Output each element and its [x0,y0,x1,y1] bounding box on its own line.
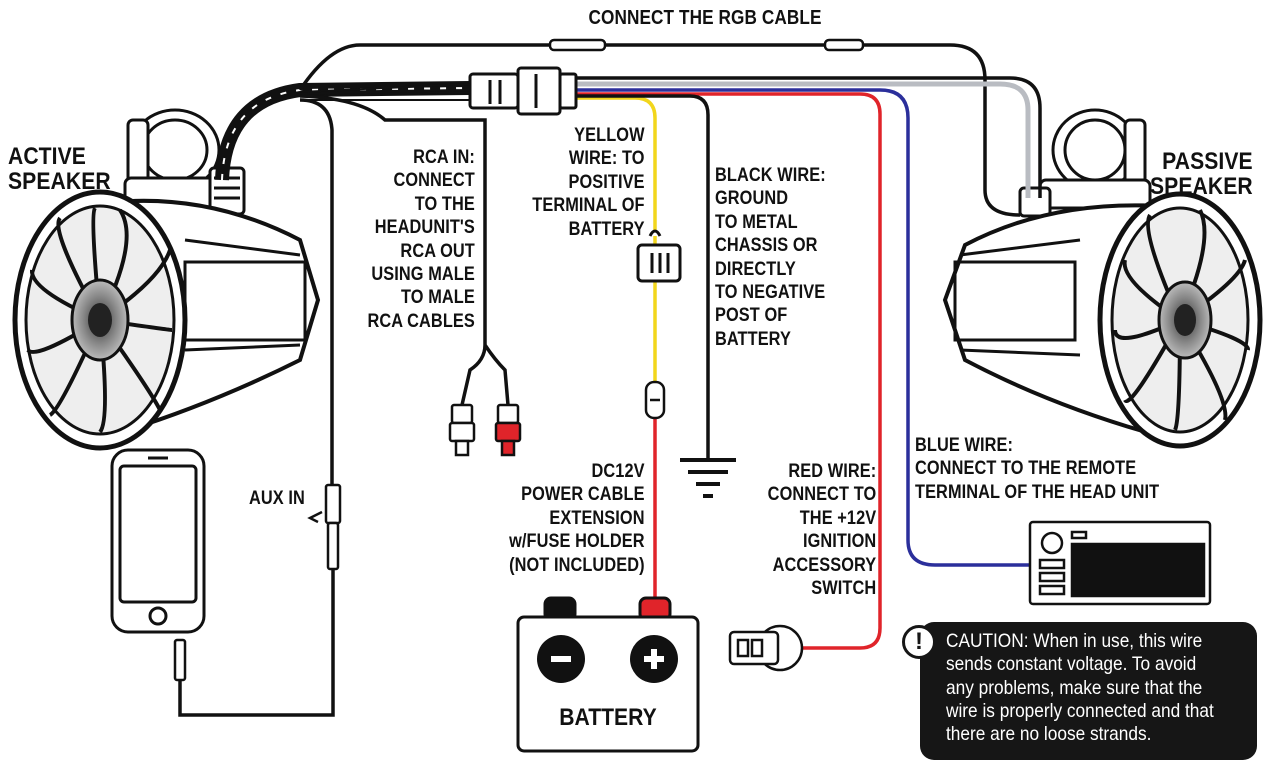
caution-box [920,622,1257,760]
passive-speaker-label: PASSIVE SPEAKER [1150,148,1253,200]
fuse-box [636,229,682,283]
rca-plug-white [448,403,476,457]
fuse-holder [644,380,666,420]
battery-plus-icon [630,635,678,683]
yellow-wire [575,96,657,390]
red-wire-label: RED WIRE: CONNECT TO THE +12V IGNITION A… [767,461,876,600]
aux-cable [299,98,334,490]
rca-plug-red [494,403,522,457]
black-ground-wire [575,94,710,458]
rgb-connector-left [548,38,607,52]
passive-speaker [942,108,1263,449]
black-speaker-wire [575,76,1042,198]
blue-wire [575,88,1030,567]
red-wire [575,92,882,650]
battery-minus-icon [537,635,585,683]
head-unit [1028,520,1212,606]
aux-in-label: AUX IN [249,488,305,509]
passive-speaker-clamp [1018,108,1152,218]
blue-wire-label: BLUE WIRE: CONNECT TO THE REMOTE TERMINA… [915,435,1160,503]
black-wire-label: BLACK WIRE: GROUND TO METAL CHASSIS OR D… [715,165,826,350]
rca-in-label: RCA IN: CONNECT TO THE HEADUNIT'S RCA OU… [367,147,475,332]
active-speaker-label: ACTIVE SPEAKER [8,143,111,195]
phone-aux-plug [173,638,187,682]
rgb-connector-right [823,38,865,52]
ignition-switch-icon [728,624,804,672]
rgb-cable [298,43,550,91]
diagram-title: CONNECT THE RGB CABLE [588,7,822,29]
caution-icon: ! [902,625,936,659]
aux-plug [307,483,342,571]
battery-label: BATTERY [559,704,657,731]
ground-symbol [680,458,736,498]
power-cable-label: DC12V POWER CABLE EXTENSION w/FUSE HOLDE… [509,461,645,576]
gray-wire [575,81,1031,198]
phone [110,448,206,634]
rca-cable [299,94,510,406]
caution-text: CAUTION: When in use, this wire sends co… [946,631,1214,746]
harness-connector [468,66,578,116]
yellow-wire-label: YELLOW WIRE: TO POSITIVE TERMINAL OF BAT… [532,125,645,240]
